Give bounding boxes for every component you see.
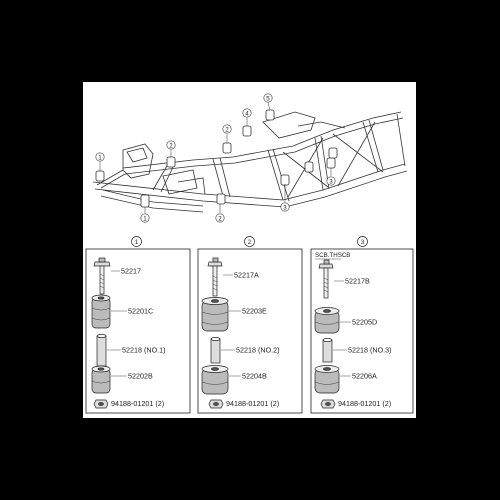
bolt-52217B bbox=[318, 259, 334, 299]
frame-mount-pads bbox=[95, 109, 338, 208]
svg-text:1: 1 bbox=[135, 239, 139, 246]
panel-3-box bbox=[310, 248, 414, 414]
svg-text:1: 1 bbox=[98, 154, 102, 161]
svg-text:3: 3 bbox=[283, 204, 287, 211]
svg-text:2: 2 bbox=[169, 142, 173, 149]
svg-text:52218 (NO.2): 52218 (NO.2) bbox=[236, 346, 280, 355]
panel-2-box bbox=[197, 248, 303, 414]
svg-text:52218 (NO.1): 52218 (NO.1) bbox=[122, 346, 166, 355]
svg-text:3: 3 bbox=[361, 239, 365, 246]
panel-1-parts: 52217 52201C 52218 (NO.1) 52202B bbox=[91, 257, 166, 409]
frame-callout: 3 bbox=[280, 202, 290, 212]
panel-number-1: 1 bbox=[131, 236, 142, 247]
nut-94188-01201 bbox=[208, 399, 224, 409]
upper-cushion-52201C bbox=[91, 294, 111, 329]
svg-text:94188-01201 (2): 94188-01201 (2) bbox=[111, 399, 164, 408]
parts-diagram-sheet: 1 1 2 2 2 3 3 4 5 1 2 3 bbox=[83, 82, 416, 418]
nut-94188-01201 bbox=[320, 399, 336, 409]
frame-callout: 3 bbox=[326, 176, 336, 186]
svg-text:1: 1 bbox=[143, 215, 147, 222]
svg-text:94188-01201 (2): 94188-01201 (2) bbox=[226, 399, 279, 408]
svg-text:2: 2 bbox=[248, 239, 252, 246]
panel-number-3: 3 bbox=[357, 236, 368, 247]
spacer-52218-no2 bbox=[210, 337, 221, 364]
panel-1-box bbox=[85, 248, 191, 414]
frame-callout: 1 bbox=[140, 213, 150, 223]
spacer-52218-no3 bbox=[322, 338, 333, 363]
svg-text:2: 2 bbox=[225, 126, 229, 133]
frame-callout: 5 bbox=[263, 93, 273, 103]
svg-text:4: 4 bbox=[245, 110, 249, 117]
lower-cushion-52206A bbox=[314, 365, 340, 394]
svg-text:52206A: 52206A bbox=[352, 372, 377, 381]
panel-3-parts: 52217B 52205D 52218 (NO.3) 52206A 94188-… bbox=[314, 259, 392, 409]
frame-callout: 1 bbox=[95, 152, 105, 162]
svg-text:52203E: 52203E bbox=[242, 307, 267, 316]
svg-text:94188-01201 (2): 94188-01201 (2) bbox=[338, 399, 391, 408]
spacer-52218-no1 bbox=[96, 334, 107, 367]
bolt-52217 bbox=[93, 257, 111, 295]
svg-text:3: 3 bbox=[329, 178, 333, 185]
upper-cushion-52205D bbox=[314, 307, 340, 334]
frame-callout: 2 bbox=[222, 124, 232, 134]
svg-text:52201C: 52201C bbox=[128, 307, 153, 316]
svg-text:52217B: 52217B bbox=[345, 277, 370, 286]
panel-2-parts: 52217A 52203E 52218 (NO.2) 52204B 94188-… bbox=[201, 257, 280, 409]
panel-number-2: 2 bbox=[244, 236, 255, 247]
frame-callout: 4 bbox=[242, 108, 252, 118]
panel-3-variant-note: SCB.THSCB bbox=[315, 252, 350, 259]
svg-text:52218 (NO.3): 52218 (NO.3) bbox=[348, 346, 392, 355]
bolt-52217A bbox=[207, 257, 223, 297]
svg-text:2: 2 bbox=[218, 215, 222, 222]
svg-text:52217: 52217 bbox=[121, 267, 141, 276]
svg-text:52202B: 52202B bbox=[128, 372, 153, 381]
svg-text:5: 5 bbox=[266, 95, 270, 102]
frame-callout: 2 bbox=[215, 213, 225, 223]
lower-cushion-52202B bbox=[91, 365, 111, 394]
nut-94188-01201 bbox=[93, 399, 109, 409]
upper-cushion-52203E bbox=[201, 297, 229, 332]
frame-callout: 2 bbox=[166, 140, 176, 150]
svg-text:52204B: 52204B bbox=[242, 372, 267, 381]
lower-cushion-52204B bbox=[201, 365, 229, 395]
svg-text:52205D: 52205D bbox=[352, 318, 377, 327]
callout-leaders bbox=[99, 102, 332, 213]
svg-text:52217A: 52217A bbox=[234, 271, 259, 280]
